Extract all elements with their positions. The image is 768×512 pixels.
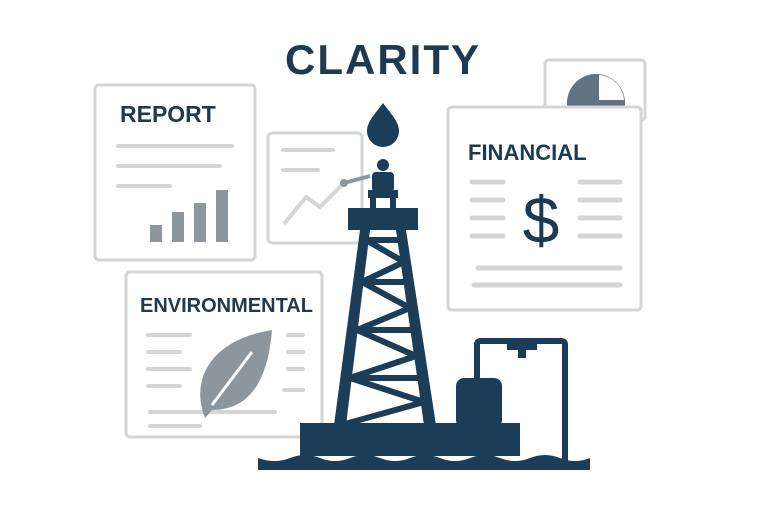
environmental-label: ENVIRONMENTAL bbox=[140, 295, 313, 317]
report-label: REPORT bbox=[120, 101, 216, 127]
water-waves bbox=[258, 455, 590, 470]
rig-platform bbox=[348, 208, 418, 230]
bar-chart-icon bbox=[150, 190, 228, 242]
environmental-card: ENVIRONMENTAL bbox=[124, 270, 324, 439]
financial-label: FINANCIAL bbox=[468, 140, 587, 165]
dollar-icon: $ bbox=[523, 183, 560, 257]
worker-figure bbox=[368, 159, 398, 208]
trend-chart-card bbox=[266, 131, 371, 245]
financial-card: FINANCIAL $ bbox=[446, 105, 643, 312]
storage-tank bbox=[456, 378, 502, 428]
page-title: CLARITY bbox=[285, 36, 481, 83]
oil-drop-icon bbox=[367, 103, 399, 147]
oil-rig-illustration bbox=[258, 103, 590, 470]
rig-base bbox=[300, 423, 520, 456]
report-card: REPORT bbox=[93, 83, 257, 262]
trend-line-icon bbox=[282, 181, 346, 226]
